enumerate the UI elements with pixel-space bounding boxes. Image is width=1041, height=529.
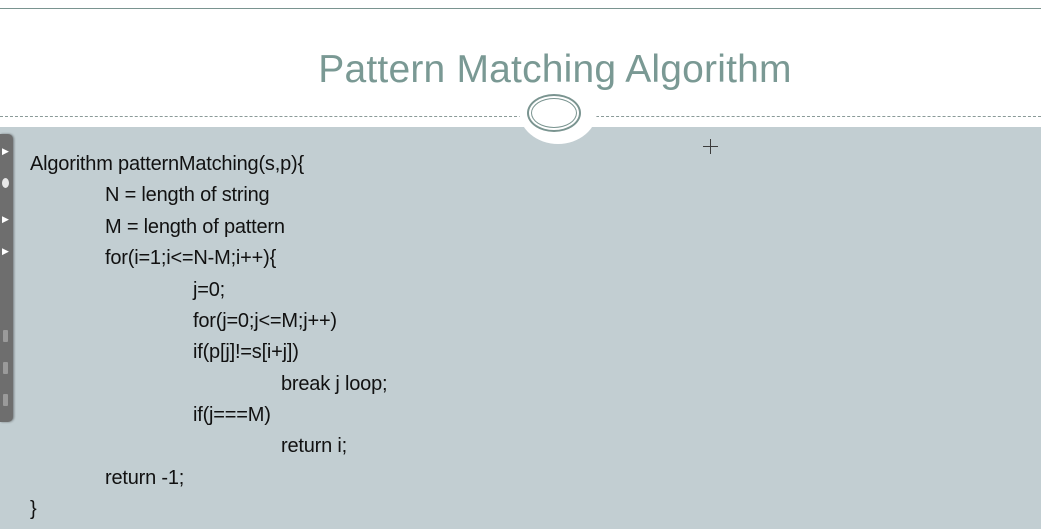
code-line-inner-loop: for(j=0;j<=M;j++) bbox=[193, 310, 337, 332]
code-line-m: M = length of pattern bbox=[105, 216, 285, 238]
slide-title: Pattern Matching Algorithm bbox=[318, 48, 792, 91]
code-line-return-fail: return -1; bbox=[105, 467, 185, 489]
code-line-match-check: if(j===M) bbox=[193, 404, 271, 426]
header-rule bbox=[0, 8, 1041, 9]
divider-medallion-inner bbox=[531, 98, 577, 128]
code-line-header: Algorithm patternMatching(s,p){ bbox=[30, 153, 304, 175]
content-panel bbox=[0, 127, 1041, 529]
code-line-return-i: return i; bbox=[281, 435, 348, 457]
menu-icon[interactable] bbox=[3, 330, 8, 342]
menu-icon[interactable] bbox=[3, 394, 8, 406]
code-line-compare: if(p[j]!=s[i+j]) bbox=[193, 341, 299, 363]
menu-icon[interactable] bbox=[3, 362, 8, 374]
slideshow-toolbar: ▶ ▶ ▶ bbox=[0, 134, 13, 422]
pen-icon[interactable] bbox=[2, 178, 9, 188]
title-divider-right bbox=[596, 116, 1041, 117]
next-arrow-icon[interactable]: ▶ bbox=[2, 214, 9, 224]
code-line-close: } bbox=[30, 498, 37, 520]
crosshair-cursor-icon bbox=[703, 139, 718, 154]
title-divider-left bbox=[0, 116, 522, 117]
code-line-j-init: j=0; bbox=[193, 279, 226, 301]
code-line-break: break j loop; bbox=[281, 373, 388, 395]
code-line-outer-loop: for(i=1;i<=N-M;i++){ bbox=[105, 247, 277, 269]
previous-arrow-icon[interactable]: ▶ bbox=[2, 246, 9, 256]
code-line-n: N = length of string bbox=[105, 184, 270, 206]
pointer-arrow-icon[interactable]: ▶ bbox=[2, 146, 9, 156]
